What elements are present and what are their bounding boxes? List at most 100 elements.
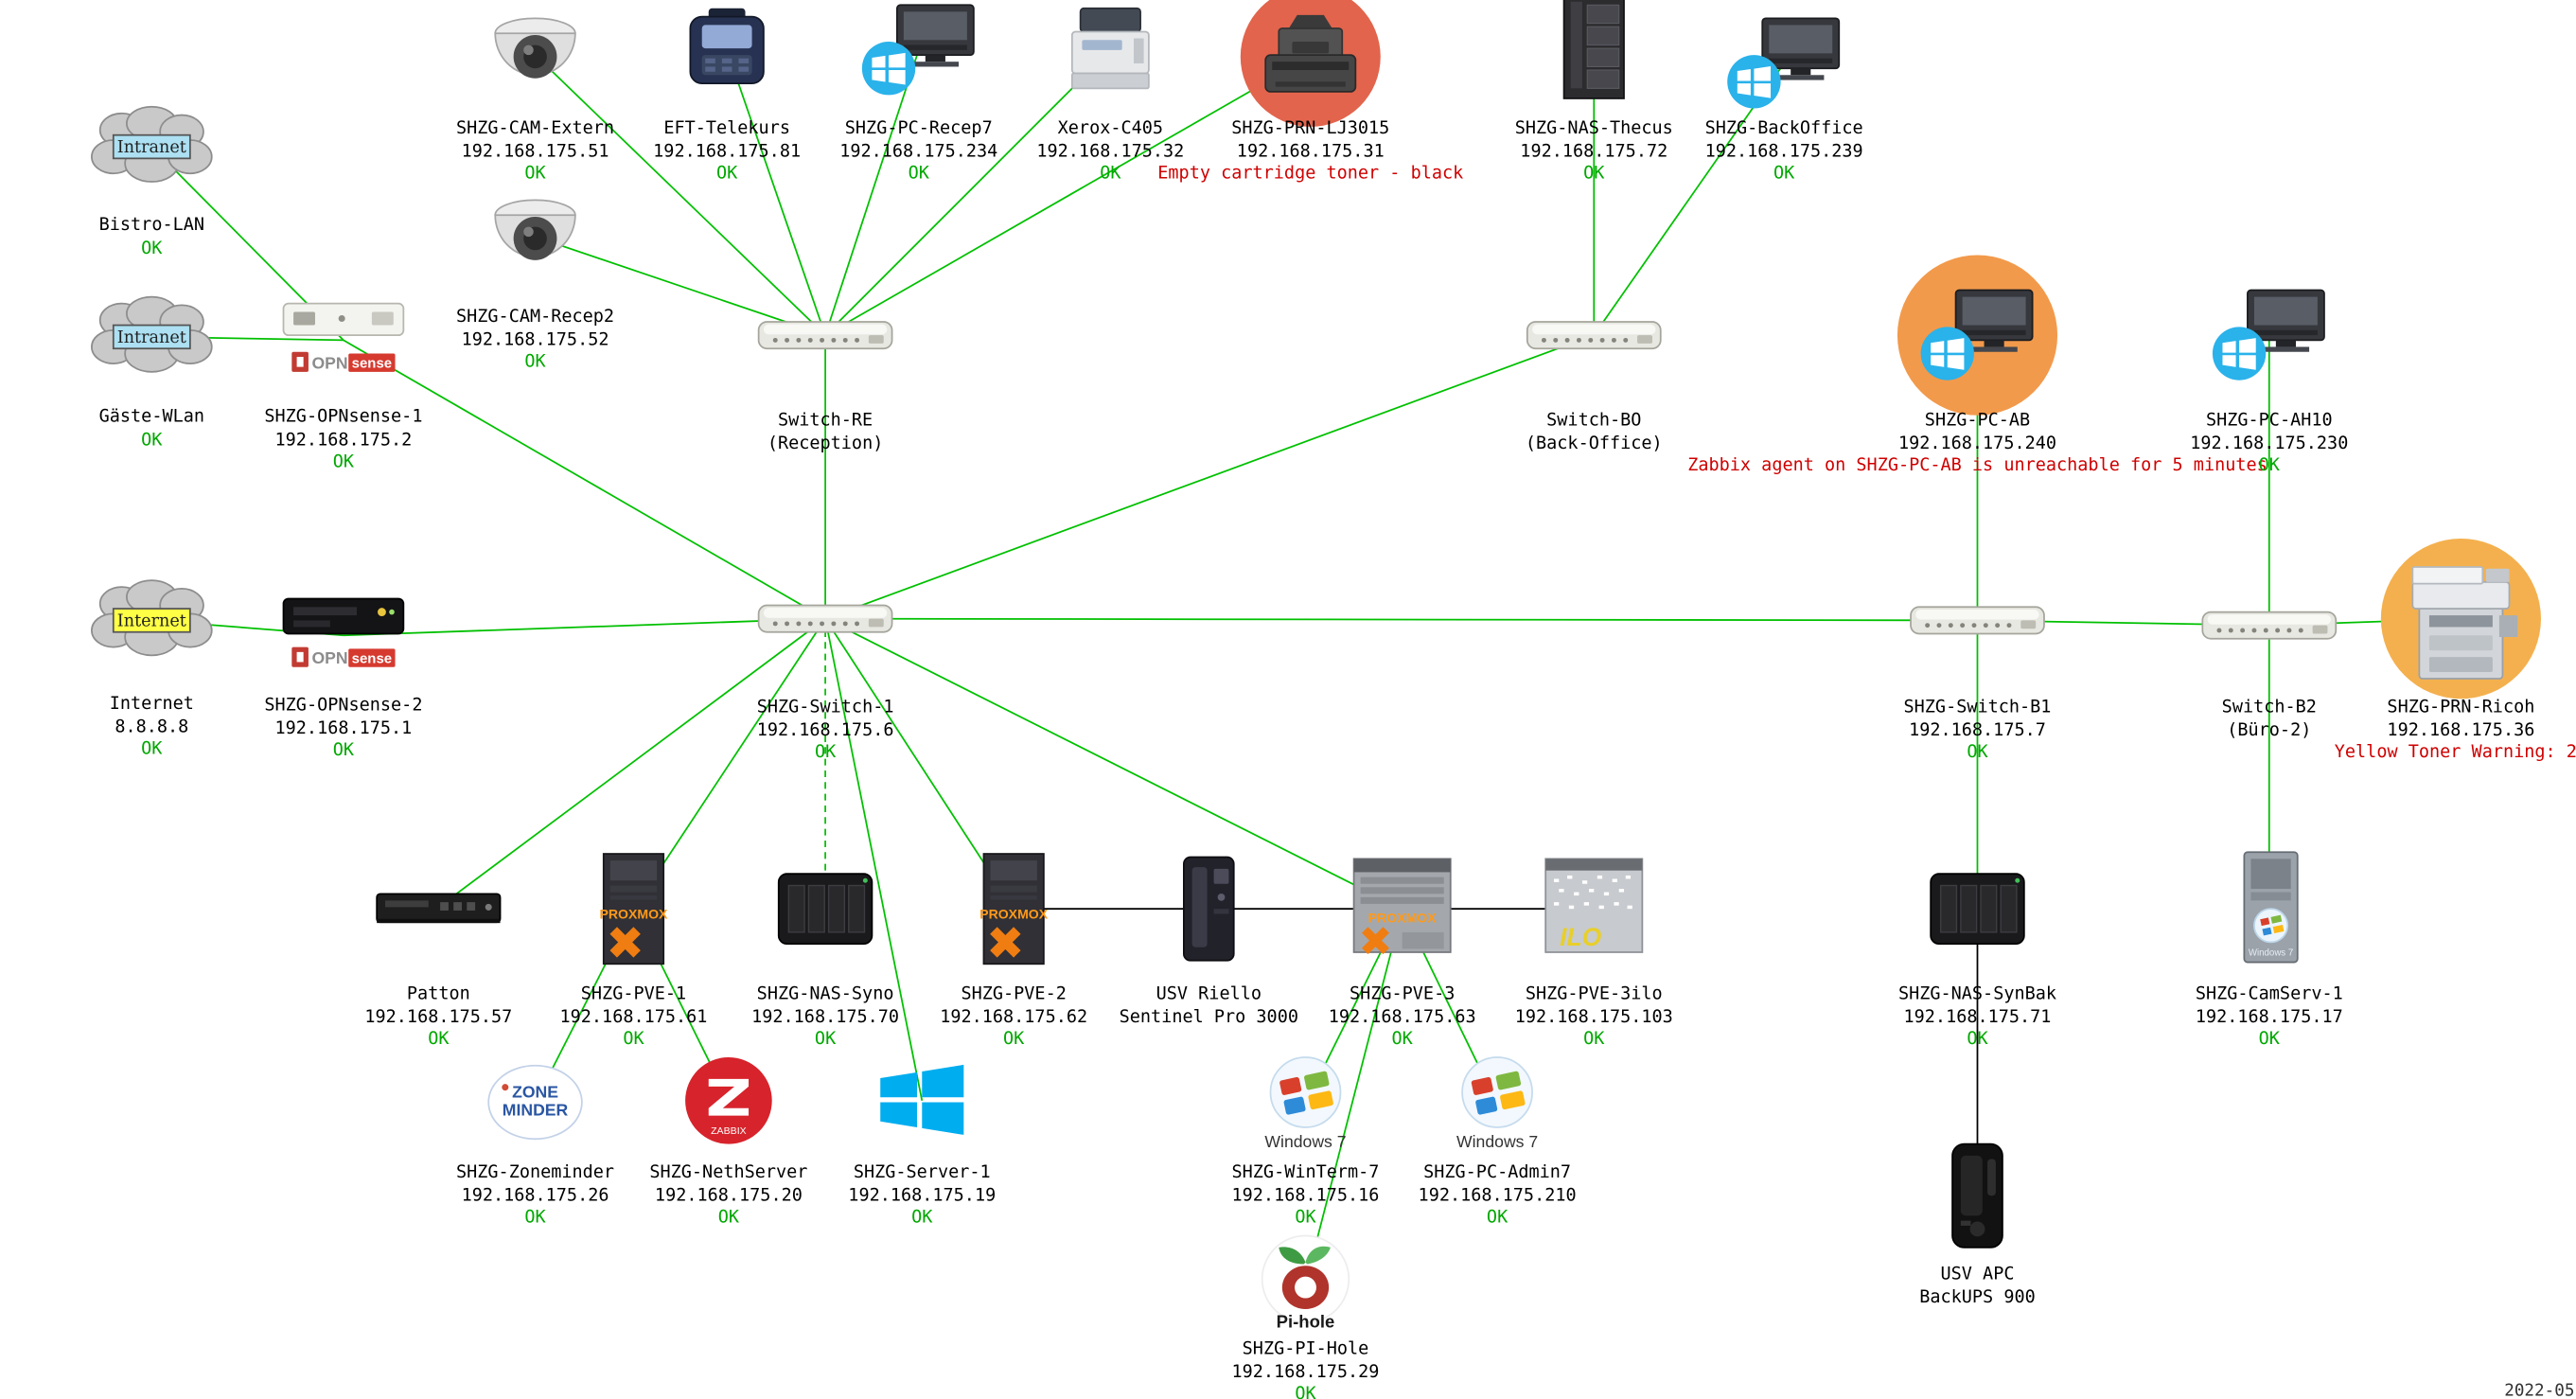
node-status-label: OK: [1583, 163, 1605, 184]
node-name-label: SHZG-CAM-Recep2: [456, 307, 615, 328]
win-pc-icon: [1915, 287, 2038, 383]
node-name-label: Internet: [109, 693, 194, 715]
node-status-label: OK: [1100, 163, 1121, 184]
laserjet-icon: [1256, 9, 1366, 105]
svg-text:Intranet: Intranet: [117, 328, 186, 347]
node-name-label: 8.8.8.8: [115, 716, 189, 736]
dome-camera-icon: [486, 193, 583, 280]
nas-thecus-icon: [1552, 0, 1635, 101]
node-status-label: OK: [814, 742, 837, 763]
node-labels: Switch-BO(Back-Office): [1526, 410, 1663, 455]
node-name-label: SHZG-NAS-Thecus: [1514, 118, 1673, 139]
node-name-label: Switch-B2: [2221, 697, 2317, 717]
map-timestamp: 2022-05-1: [2504, 1382, 2576, 1399]
svg-text:PROXMOX: PROXMOX: [1368, 910, 1438, 925]
node-name-label: 192.168.175.31: [1236, 140, 1385, 162]
node-name-label: 192.168.175.7: [1909, 719, 2046, 740]
node-name-label: (Büro-2): [2227, 719, 2312, 740]
node-name-label: 192.168.175.17: [2195, 1006, 2343, 1027]
node-name-label: SHZG-OPNsense-2: [264, 695, 423, 716]
node-name-label: 192.168.175.62: [940, 1006, 1088, 1027]
node-name-label: 192.168.175.240: [1897, 433, 2057, 453]
node-name-label: EFT-Telekurs: [663, 118, 790, 139]
node-status-label: OK: [814, 1029, 837, 1050]
node-status-label: OK: [1583, 1029, 1605, 1050]
node-problem-label: Yellow Toner Warning: 20: [2334, 742, 2576, 763]
svg-text:PROXMOX: PROXMOX: [599, 907, 668, 922]
node-name-label: 192.168.175.72: [1520, 140, 1668, 162]
node-name-label: Switch-RE: [777, 410, 873, 431]
node-name-label: 192.168.175.32: [1036, 140, 1185, 162]
link-opnsense2-switch1: [343, 617, 826, 637]
patton-icon: [374, 882, 503, 932]
link-switch1-pve3: [824, 617, 1403, 910]
svg-text:Internet: Internet: [117, 612, 186, 631]
win-pc-icon: [2208, 287, 2331, 383]
svg-text:PROXMOX: PROXMOX: [979, 907, 1049, 922]
node-name-label: Sentinel Pro 3000: [1119, 1006, 1298, 1027]
node-name-label: (Back-Office): [1525, 433, 1663, 453]
node-name-label: SHZG-WinTerm-7: [1231, 1161, 1380, 1183]
synology-nas-icon: [770, 865, 880, 952]
node-name-label: 192.168.175.20: [654, 1184, 803, 1205]
node-name-label: 192.168.175.71: [1903, 1006, 2052, 1027]
svg-text:Windows 7: Windows 7: [2249, 948, 2293, 959]
link-switch_re-eft: [726, 49, 826, 336]
proxmox-tower-icon: PROXMOX: [585, 851, 681, 967]
switch-icon: [755, 595, 895, 642]
node-status-label: OK: [1773, 163, 1795, 184]
node-name-label: 192.168.175.210: [1418, 1184, 1577, 1205]
switch-icon: [2199, 602, 2339, 648]
eft-terminal-icon: [677, 5, 777, 95]
node-name-label: SHZG-Zoneminder: [456, 1161, 615, 1183]
svg-text:ZONE: ZONE: [512, 1082, 558, 1101]
node-status-label: OK: [911, 1207, 933, 1228]
node-name-label: SHZG-PI-Hole: [1242, 1338, 1369, 1359]
node-name-label: 192.168.175.81: [653, 140, 802, 162]
node-name-label: SHZG-NAS-Syno: [756, 983, 894, 1004]
node-name-label: SHZG-Switch-1: [756, 697, 894, 717]
node-name-label: 192.168.175.52: [461, 328, 609, 350]
node-name-label: SHZG-OPNsense-1: [264, 406, 423, 428]
cloud-icon: Intranet: [88, 293, 215, 381]
node-name-label: USV Riello: [1156, 983, 1262, 1004]
node-name-label: Xerox-C405: [1057, 118, 1164, 139]
node-name-label: SHZG-PRN-LJ3015: [1231, 118, 1390, 139]
node-name-label: SHZG-PVE-3: [1349, 983, 1456, 1004]
node-status-label: OK: [2258, 454, 2280, 476]
node-name-label: USV APC: [1940, 1264, 2015, 1284]
win7-orb-icon: Windows 7: [1445, 1054, 1548, 1154]
svg-text:Windows 7: Windows 7: [1264, 1132, 1346, 1151]
node-status-label: OK: [715, 163, 738, 184]
node-name-label: 192.168.175.230: [2190, 433, 2349, 453]
node-status-label: OK: [141, 429, 163, 450]
node-status-label: OK: [332, 452, 355, 472]
svg-text:Intranet: Intranet: [117, 138, 186, 157]
svg-text:ILO: ILO: [1560, 923, 1601, 951]
node-name-label: Patton: [406, 983, 470, 1004]
win-pc-icon: [857, 2, 980, 98]
node-name-label: SHZG-PC-AH10: [2205, 410, 2333, 431]
node-name-label: SHZG-CAM-Extern: [456, 118, 615, 139]
